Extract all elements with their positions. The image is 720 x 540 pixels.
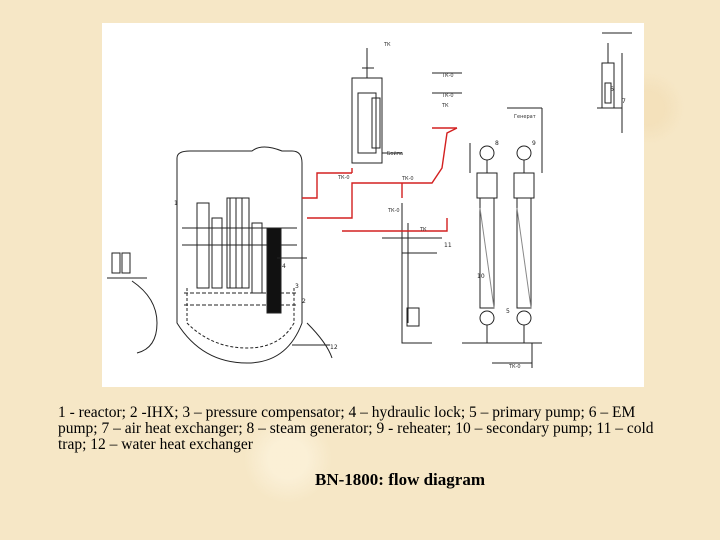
label-tk-c: ТК bbox=[441, 103, 449, 109]
flow-diagram: ТК ТК-0 ТК-0 ТК ТК-0 ТК-0 ТК-0 ТК ТК-0 Б… bbox=[102, 23, 644, 387]
label-tk-h: ТК-0 bbox=[508, 364, 521, 370]
label-tk-g: ТК bbox=[419, 227, 427, 233]
number-3: 3 bbox=[295, 283, 299, 290]
figure-caption: 1 - reactor; 2 -IHX; 3 – pressure compen… bbox=[58, 404, 654, 453]
label-tk-top: ТК bbox=[383, 42, 391, 48]
label-tk-d: ТК-0 bbox=[337, 175, 350, 181]
label-generator: Генерат bbox=[514, 114, 536, 120]
component-numbers: 1 2 3 4 5 6 7 8 9 10 11 12 bbox=[174, 86, 626, 351]
label-bypass: Бойпа bbox=[387, 150, 403, 157]
label-tk-b: ТК-0 bbox=[441, 93, 454, 99]
number-12: 12 bbox=[330, 344, 338, 351]
number-8: 8 bbox=[495, 140, 499, 147]
label-tk-f: ТК-0 bbox=[387, 208, 400, 214]
flow-diagram-drawing: ТК ТК-0 ТК-0 ТК ТК-0 ТК-0 ТК-0 ТК ТК-0 Б… bbox=[107, 32, 632, 370]
number-11: 11 bbox=[444, 242, 452, 249]
number-1: 1 bbox=[174, 200, 178, 207]
reactor-vessel bbox=[176, 193, 303, 364]
slide-title: BN-1800: flow diagram bbox=[315, 470, 485, 489]
number-5: 5 bbox=[506, 308, 510, 315]
reactor-dome bbox=[176, 146, 303, 193]
diagram-labels: ТК ТК-0 ТК-0 ТК ТК-0 ТК-0 ТК-0 ТК ТК-0 Б… bbox=[337, 42, 536, 370]
number-2: 2 bbox=[302, 298, 306, 305]
label-tk-e: ТК-0 bbox=[401, 176, 414, 182]
number-9: 9 bbox=[532, 140, 536, 147]
number-7: 7 bbox=[622, 98, 626, 105]
label-tk-a: ТК-0 bbox=[441, 73, 454, 79]
number-6: 6 bbox=[610, 86, 614, 93]
number-4: 4 bbox=[282, 263, 286, 270]
number-10: 10 bbox=[477, 273, 485, 280]
red-pipe-network bbox=[302, 127, 458, 232]
